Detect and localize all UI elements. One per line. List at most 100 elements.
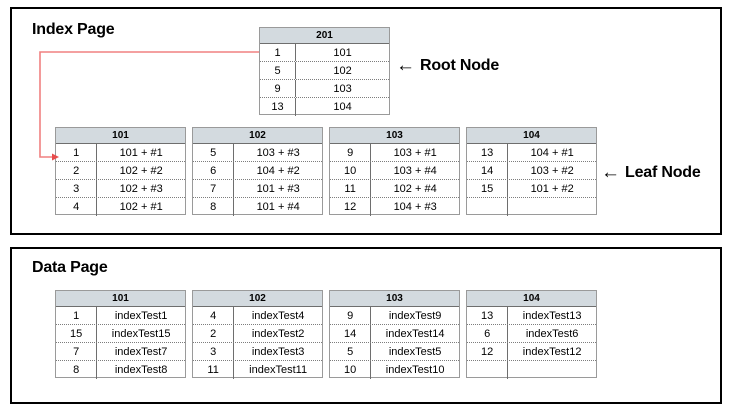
table-row: 10 indexTest10 (330, 361, 459, 379)
table-row: 3 indexTest3 (193, 343, 322, 361)
leaf-node-rows: 13 104 + #1 14 103 + #2 15 101 + #2 (467, 144, 596, 216)
row-key: 3 (193, 343, 235, 360)
table-row: 5 103 + #3 (193, 144, 322, 162)
row-key: 5 (260, 62, 297, 79)
table-row: 2 102 + #2 (56, 162, 185, 180)
row-value: indexTest15 (111, 328, 171, 340)
row-key: 7 (193, 180, 235, 197)
row-key: 12 (330, 198, 372, 216)
table-row: 6 104 + #2 (193, 162, 322, 180)
data-page-header: 103 (330, 291, 459, 307)
left-arrow-icon: ← (601, 162, 620, 183)
row-value: indexTest2 (251, 328, 305, 340)
table-row: 1 101 (260, 44, 389, 62)
row-value: 103 + #2 (530, 165, 574, 177)
data-page-header: 102 (193, 291, 322, 307)
row-key: 4 (56, 198, 98, 216)
row-key: 12 (467, 343, 509, 360)
leaf-node-102-table: 102 5 103 + #3 6 104 + #2 7 101 + #3 8 1… (192, 127, 323, 216)
row-key: 8 (56, 361, 98, 379)
root-node-rows: 1 101 5 102 9 103 13 104 (260, 44, 389, 116)
root-node-label: Root Node (420, 56, 500, 74)
leaf-node-103-table: 103 9 103 + #1 10 103 + #4 11 102 + #4 1… (329, 127, 460, 216)
table-row: 5 indexTest5 (330, 343, 459, 361)
row-key: 6 (193, 162, 235, 179)
row-key: 8 (193, 198, 235, 216)
row-value: indexTest11 (249, 364, 308, 376)
table-row: 9 103 + #1 (330, 144, 459, 162)
data-page-102-table: 102 4 indexTest4 2 indexTest2 3 indexTes… (192, 290, 323, 379)
table-row: 5 102 (260, 62, 389, 80)
table-row: 3 102 + #3 (56, 180, 185, 198)
leaf-node-annotation: ← Leaf Node (601, 163, 701, 182)
data-page-rows: 1 indexTest1 15 indexTest15 7 indexTest7… (56, 307, 185, 379)
table-row: 11 indexTest11 (193, 361, 322, 379)
index-page-title: Index Page (32, 21, 115, 38)
row-value: 102 (333, 65, 352, 77)
row-key: 2 (56, 162, 98, 179)
table-row: 9 indexTest9 (330, 307, 459, 325)
row-value: indexTest7 (114, 346, 168, 358)
row-key: 14 (330, 325, 372, 342)
row-key: 6 (467, 325, 509, 342)
table-row: 12 indexTest12 (467, 343, 596, 361)
leaf-node-header: 104 (467, 128, 596, 144)
row-value: 101 + #2 (530, 183, 574, 195)
table-row: 2 indexTest2 (193, 325, 322, 343)
row-value: 103 + #3 (256, 147, 300, 159)
table-row: 1 indexTest1 (56, 307, 185, 325)
row-key: 5 (330, 343, 372, 360)
row-key: 13 (467, 307, 509, 324)
row-value (508, 361, 596, 379)
row-key: 10 (330, 361, 372, 379)
table-row: 9 103 (260, 80, 389, 98)
row-value: 101 (333, 47, 352, 59)
root-node-header: 201 (260, 28, 389, 44)
leaf-node-rows: 9 103 + #1 10 103 + #4 11 102 + #4 12 10… (330, 144, 459, 216)
table-row: 11 102 + #4 (330, 180, 459, 198)
row-key: 11 (193, 361, 235, 379)
row-value: indexTest3 (251, 346, 305, 358)
data-page-101-table: 101 1 indexTest1 15 indexTest15 7 indexT… (55, 290, 186, 379)
row-key: 5 (193, 144, 235, 161)
table-row: 15 101 + #2 (467, 180, 596, 198)
row-value: 104 + #2 (256, 165, 300, 177)
table-row: 8 indexTest8 (56, 361, 185, 379)
table-row-empty (467, 361, 596, 379)
row-key: 9 (330, 307, 372, 324)
row-key: 10 (330, 162, 372, 179)
left-arrow-icon: ← (396, 55, 415, 76)
root-node-table: 201 1 101 5 102 9 103 13 104 (259, 27, 390, 116)
data-page-header: 104 (467, 291, 596, 307)
table-row: 12 104 + #3 (330, 198, 459, 216)
row-value: 103 + #4 (393, 165, 437, 177)
row-key (467, 198, 509, 216)
table-row: 7 101 + #3 (193, 180, 322, 198)
row-key: 9 (260, 80, 297, 97)
leaf-node-rows: 1 101 + #1 2 102 + #2 3 102 + #3 4 102 +… (56, 144, 185, 216)
table-row: 4 102 + #1 (56, 198, 185, 216)
row-value (508, 198, 596, 216)
data-page-104-table: 104 13 indexTest13 6 indexTest6 12 index… (466, 290, 597, 379)
row-key: 15 (467, 180, 509, 197)
row-key: 15 (56, 325, 98, 342)
data-page-rows: 13 indexTest13 6 indexTest6 12 indexTest… (467, 307, 596, 379)
leaf-node-101-table: 101 1 101 + #1 2 102 + #2 3 102 + #3 4 1… (55, 127, 186, 216)
leaf-node-header: 102 (193, 128, 322, 144)
table-row: 8 101 + #4 (193, 198, 322, 216)
row-key: 13 (260, 98, 297, 116)
table-row: 6 indexTest6 (467, 325, 596, 343)
table-row: 13 104 (260, 98, 389, 116)
row-value: indexTest14 (385, 328, 445, 340)
row-value: 104 + #3 (393, 201, 437, 213)
row-key: 1 (56, 144, 98, 161)
row-value: 102 + #3 (119, 183, 163, 195)
table-row: 7 indexTest7 (56, 343, 185, 361)
table-row-empty (467, 198, 596, 216)
row-value: 103 + #1 (393, 147, 437, 159)
leaf-node-header: 103 (330, 128, 459, 144)
row-value: indexTest5 (388, 346, 442, 358)
row-value: 102 + #1 (119, 201, 163, 213)
data-page-103-table: 103 9 indexTest9 14 indexTest14 5 indexT… (329, 290, 460, 379)
row-value: indexTest10 (385, 364, 445, 376)
